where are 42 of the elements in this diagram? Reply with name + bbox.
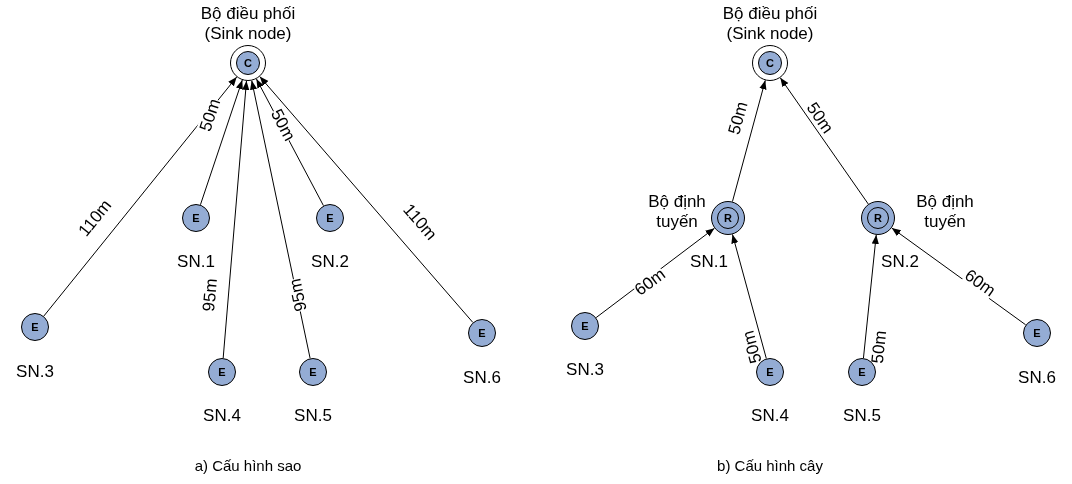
node-letter: E <box>1033 327 1041 339</box>
arrow <box>43 76 238 317</box>
node-label: Bộ điều phối (Sink node) <box>721 3 819 45</box>
node-letter: E <box>192 212 200 224</box>
arrow <box>779 77 869 205</box>
node-label: SN.2 <box>311 251 349 273</box>
node-letter: E <box>326 212 334 224</box>
node-letter: C <box>766 57 774 69</box>
node-letter: R <box>874 212 882 224</box>
node-letter: E <box>766 366 774 378</box>
node-label: SN.4 <box>751 405 789 427</box>
node-letter: E <box>858 366 866 378</box>
node-letter: E <box>581 320 589 332</box>
arrow <box>199 79 243 206</box>
node-label: SN.1 <box>177 251 215 273</box>
node-label: SN.6 <box>463 367 501 389</box>
node-label: SN.5 <box>843 405 881 427</box>
arrow <box>731 233 767 359</box>
caption: b) Cấu hình cây <box>717 455 823 476</box>
edge-label: 95m <box>200 277 220 313</box>
node-label: Bộ định tuyến <box>647 191 707 233</box>
node-letter: E <box>309 366 317 378</box>
arrow <box>862 234 879 359</box>
node-label: Bộ định tuyến <box>915 191 975 233</box>
arrow <box>731 79 767 203</box>
arrow <box>222 80 250 359</box>
node-label: SN.3 <box>16 361 54 383</box>
node-letter: E <box>218 366 226 378</box>
node-letter: E <box>31 321 39 333</box>
node-letter: R <box>724 212 732 224</box>
node-label: SN.4 <box>203 405 241 427</box>
node-label: SN.6 <box>1018 367 1056 389</box>
arrow <box>259 76 474 323</box>
node-letter: C <box>244 57 252 69</box>
node-letter: E <box>478 327 486 339</box>
node-label: Bộ điều phối (Sink node) <box>199 3 297 45</box>
arrow <box>250 80 311 359</box>
node-label: SN.2 <box>881 251 919 273</box>
caption: a) Cấu hình sao <box>194 455 302 476</box>
node-label: SN.1 <box>690 251 728 273</box>
node-label: SN.5 <box>294 405 332 427</box>
node-label: SN.3 <box>566 359 604 381</box>
